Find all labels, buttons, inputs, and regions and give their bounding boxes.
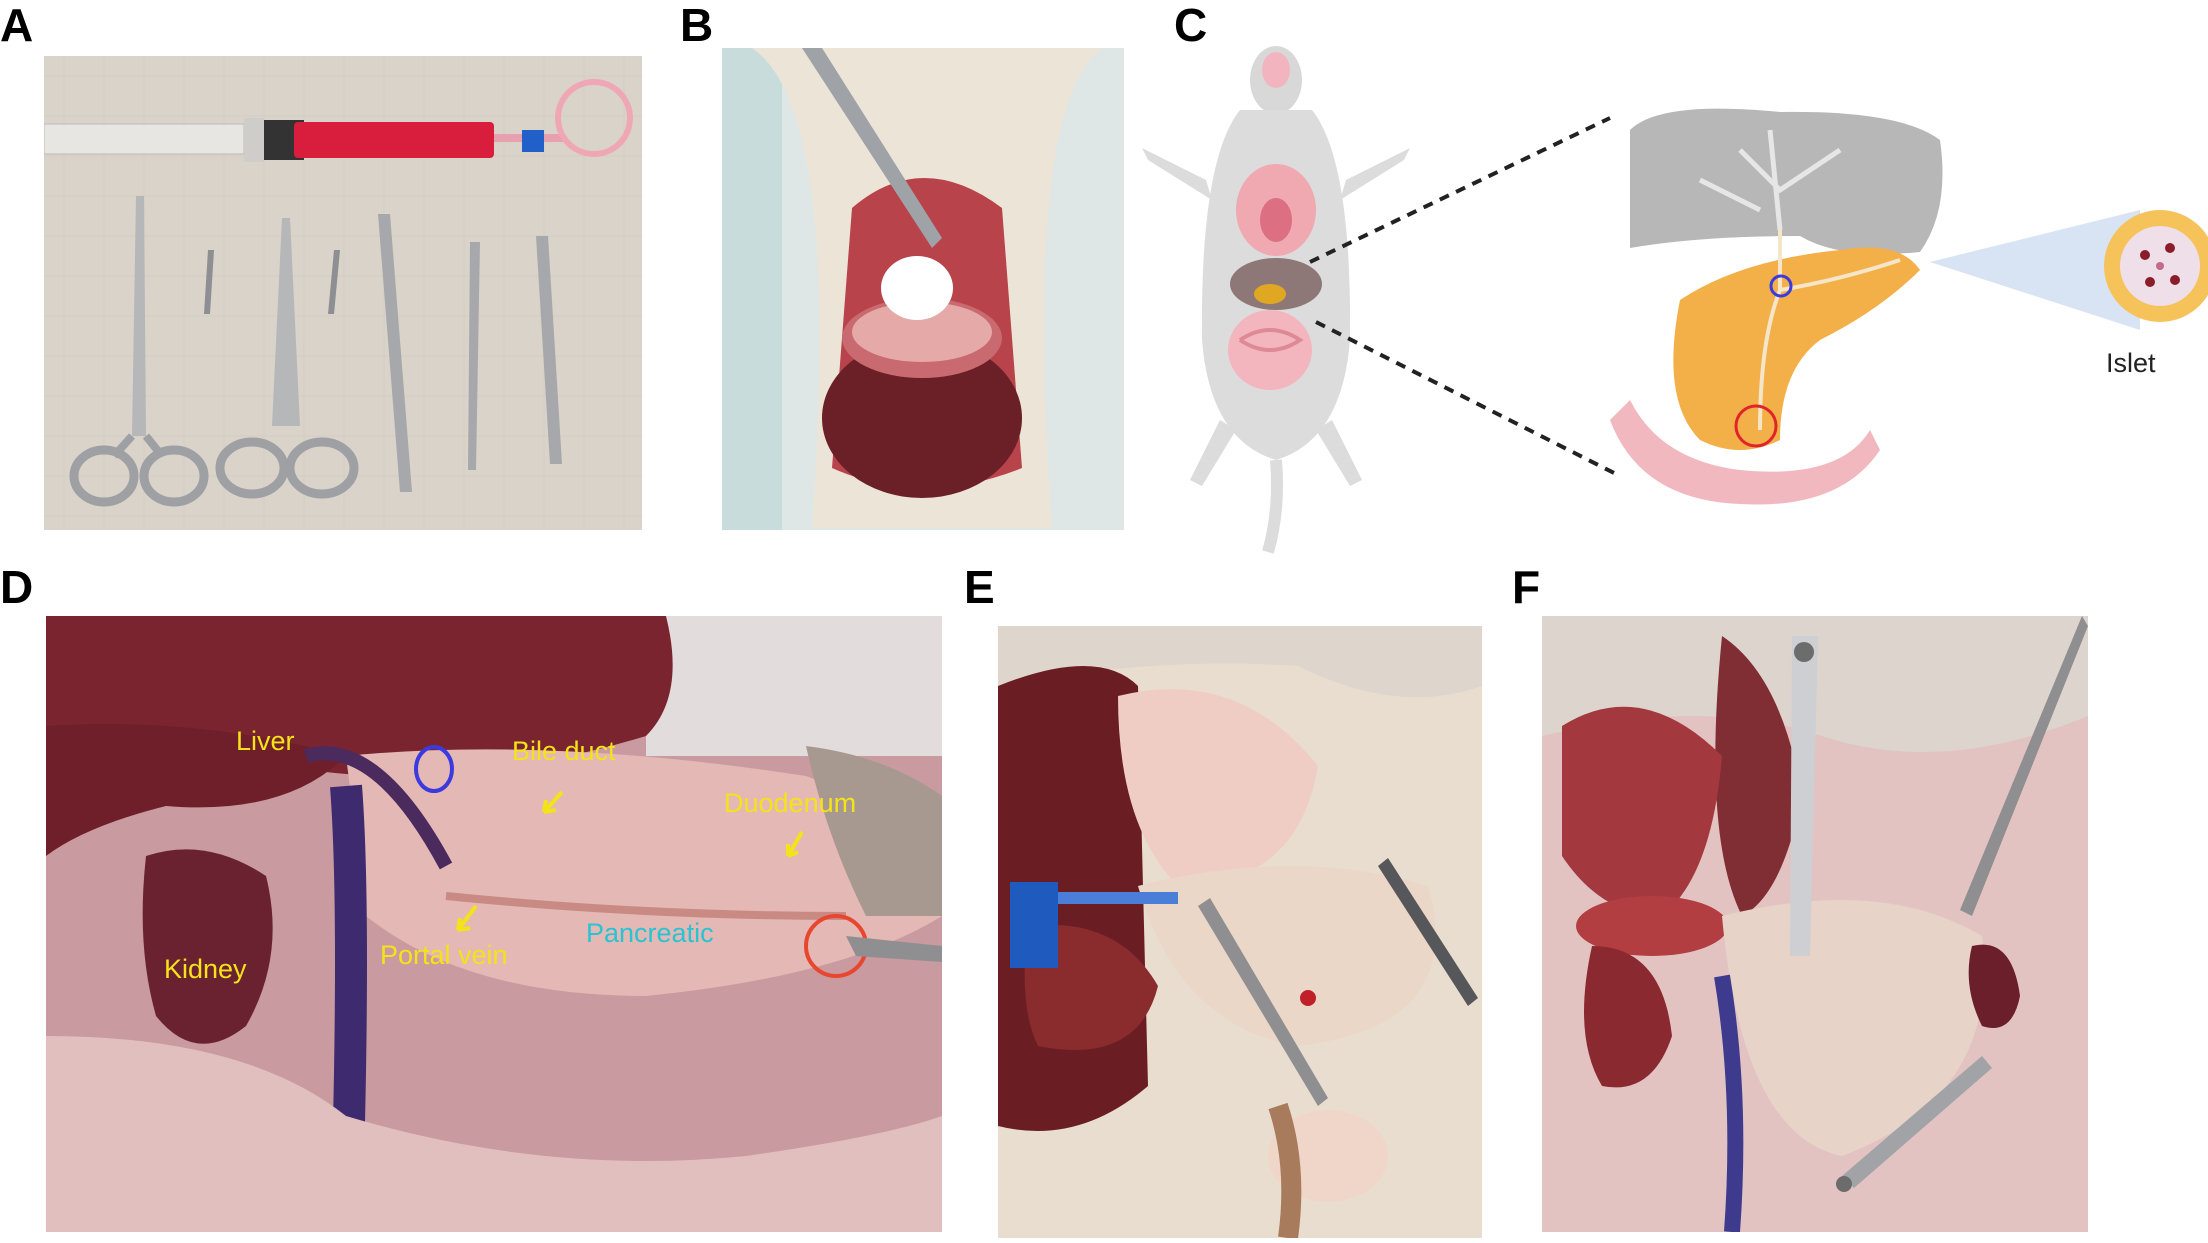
- exposed-abdomen-photo: [46, 616, 942, 1232]
- panel-label-b: B: [680, 0, 714, 51]
- liver-label: Liver: [236, 726, 295, 756]
- surgical-instruments-photo: [44, 56, 642, 530]
- panel-label-f: F: [1512, 561, 1541, 613]
- pancreatic-label: Pancreatic: [586, 918, 714, 948]
- panel-label-d: D: [0, 561, 34, 613]
- abdominal-incision-photo: [722, 48, 1124, 530]
- panel-label-e: E: [964, 561, 995, 613]
- anatomy-illustration: [1140, 40, 2208, 570]
- panel-label-c: C: [1174, 0, 1208, 51]
- portal-vein-label: Portal vein: [380, 940, 508, 970]
- pancreas-perfusion-photo: [1542, 616, 2088, 1232]
- bile-duct-label: Bile duct: [512, 736, 616, 766]
- islet-label: Islet: [2106, 348, 2156, 378]
- kidney-label: Kidney: [164, 954, 247, 984]
- cannulation-photo: [998, 626, 1482, 1238]
- panel-label-a: A: [0, 0, 34, 51]
- duodenum-label: Duodenum: [724, 788, 857, 818]
